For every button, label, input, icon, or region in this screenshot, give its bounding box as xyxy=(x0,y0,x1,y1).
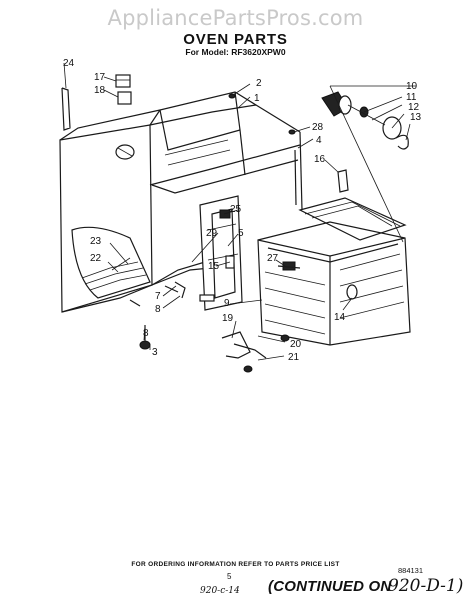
handwritten-reference-left: 920-c-14 xyxy=(200,586,240,596)
continued-label: (CONTINUED ON xyxy=(268,578,392,595)
callout-11: 11 xyxy=(406,92,417,103)
callout-25: 25 xyxy=(230,204,242,215)
callout-20: 20 xyxy=(290,339,302,350)
callout-24: 24 xyxy=(63,58,75,69)
callout-13: 13 xyxy=(410,112,422,123)
callout-22: 22 xyxy=(90,253,102,264)
callout-14: 14 xyxy=(334,312,346,323)
callout-19: 19 xyxy=(222,313,234,324)
clips-17-18 xyxy=(115,74,132,105)
diagram-title: OVEN PARTS xyxy=(183,31,288,48)
callout-16: 16 xyxy=(314,154,326,165)
document-code: 884131 xyxy=(398,566,424,575)
model-line: For Model: RF3620XPW0 xyxy=(185,47,286,57)
bracket-assembly xyxy=(164,281,267,359)
callout-7: 7 xyxy=(155,291,161,302)
oven-liner xyxy=(257,197,411,346)
callout-1: 1 xyxy=(254,93,260,104)
page-number: 5 xyxy=(227,572,232,581)
callout-8: 8 xyxy=(155,304,161,315)
callout-10: 10 xyxy=(406,81,418,92)
handwritten-reference-right: 920-D-1) xyxy=(388,576,464,596)
watermark: AppliancePartsPros.com xyxy=(107,6,364,30)
callout-29: 29 xyxy=(206,228,218,239)
callout-8b: 8 xyxy=(143,328,149,339)
oven-light-assembly xyxy=(321,91,409,150)
screw-parts xyxy=(139,93,349,373)
leader-lines xyxy=(63,62,416,361)
callout-9: 9 xyxy=(224,298,230,309)
callout-3: 3 xyxy=(152,347,158,358)
callout-labels: 2 1 24 17 18 10 11 12 13 28 4 16 25 5 29… xyxy=(63,58,422,363)
oven-front-frame xyxy=(199,195,243,311)
callout-27: 27 xyxy=(267,253,279,264)
callout-4: 4 xyxy=(316,135,322,146)
callout-21: 21 xyxy=(288,352,300,363)
callout-15: 15 xyxy=(208,261,220,272)
callout-5: 5 xyxy=(238,228,244,239)
oven-cabinet xyxy=(59,87,303,313)
callout-17: 17 xyxy=(94,72,106,83)
callout-2: 2 xyxy=(256,78,262,89)
callout-28: 28 xyxy=(312,122,324,133)
callout-18: 18 xyxy=(94,85,106,96)
callout-23: 23 xyxy=(90,236,102,247)
ordering-note: FOR ORDERING INFORMATION REFER TO PARTS … xyxy=(131,561,340,568)
callout-12: 12 xyxy=(408,102,420,113)
